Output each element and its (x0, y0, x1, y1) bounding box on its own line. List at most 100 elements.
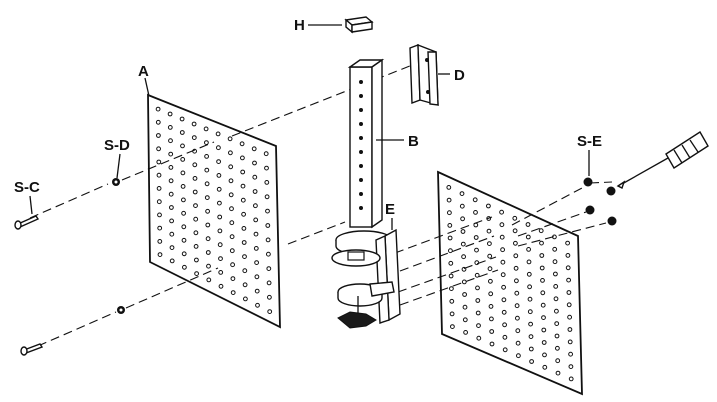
label-b: B (408, 133, 419, 150)
plate-hole (204, 181, 210, 187)
plate-hole (499, 209, 505, 215)
plate-hole (267, 309, 273, 315)
plate-hole (242, 254, 247, 260)
plate-hole (252, 174, 258, 180)
plate-hole (179, 116, 185, 122)
plate-hole (512, 215, 518, 221)
pole-holes (359, 80, 363, 210)
plate-hole (487, 241, 492, 247)
plate-hole (252, 160, 257, 166)
screwdriver-icon (616, 131, 709, 189)
plate-hole (167, 111, 173, 117)
plate-hole (542, 364, 548, 370)
plate-hole (193, 216, 199, 222)
plate-hole (568, 376, 574, 382)
plate-hole (169, 205, 174, 210)
plate-hole (168, 178, 174, 184)
plate-hole (514, 303, 520, 309)
plate-hole (157, 225, 163, 231)
plate-hole (462, 292, 468, 297)
plate-hole (460, 229, 466, 234)
plate-hole (266, 280, 272, 286)
plate-hole (229, 248, 235, 254)
plate-hole (217, 228, 223, 234)
plate-hole (515, 340, 521, 346)
plate-hole (502, 322, 508, 328)
label-e: E (385, 201, 395, 218)
plate-hole (228, 178, 234, 184)
pole-hole (359, 94, 363, 98)
end-cap-h (344, 16, 374, 34)
plate-hole (525, 234, 531, 240)
plate-hole (169, 218, 175, 224)
plate-hole (566, 277, 571, 283)
plate-hole (513, 240, 518, 246)
plate-hole (460, 241, 466, 247)
plate-hole (230, 276, 236, 282)
plate-hole (540, 290, 546, 296)
plate-hole (156, 186, 162, 191)
plate-hole (500, 272, 506, 278)
pole-hole (359, 206, 363, 210)
plate-hole (192, 162, 198, 168)
plate-hole (217, 214, 223, 220)
plate-hole (501, 284, 507, 290)
plate-hole (242, 268, 248, 274)
plate-hole (241, 226, 247, 231)
plate-hole (566, 302, 572, 308)
desk-clamp-e (331, 228, 401, 329)
bracket-d (409, 43, 439, 106)
plate-hole (194, 271, 200, 277)
plate-hole (489, 329, 495, 334)
plate-hole (486, 203, 491, 209)
plate-hole (230, 262, 236, 268)
plate-hole (240, 183, 246, 189)
label-d: D (454, 67, 465, 84)
plate-hole (229, 234, 235, 240)
plate-hole (168, 191, 174, 197)
plate-hole (501, 309, 507, 315)
pole-hole (359, 164, 363, 168)
plate-hole (528, 334, 534, 340)
plate-hole (552, 246, 558, 252)
plate-hole (156, 146, 162, 152)
plate-hole (472, 197, 478, 203)
pole-hole (359, 108, 363, 112)
washer-s-d-lower (117, 306, 125, 314)
assembly-guide-lines (29, 61, 613, 347)
plate-hole (251, 146, 257, 152)
plate-hole (554, 321, 560, 327)
plate-hole (554, 308, 559, 314)
plate-hole (218, 283, 224, 289)
plate-hole (193, 230, 199, 236)
plate-hole (540, 302, 546, 308)
plate-hole (192, 189, 198, 195)
plate-hole (555, 345, 560, 351)
plate-hole (252, 189, 258, 194)
plate-hole (527, 296, 533, 302)
plate-hole (460, 216, 466, 222)
plate-hole (568, 364, 574, 370)
plate-hole (264, 194, 270, 200)
plate-hole (240, 155, 245, 161)
screw-s-c-upper (14, 215, 40, 230)
plate-hole (191, 121, 197, 127)
plate-hole (488, 291, 494, 297)
plate-hole (218, 270, 224, 275)
plate-hole (216, 186, 222, 192)
plate-hole (239, 141, 245, 147)
plate-hole (500, 247, 506, 253)
plate-hole (449, 298, 455, 304)
label-h: H (294, 17, 305, 34)
plate-hole (541, 340, 547, 345)
right-plate-holes (446, 185, 574, 382)
plate-hole (180, 143, 185, 149)
plate-hole (513, 265, 519, 271)
plate-hole (263, 151, 269, 157)
plate-hole (267, 294, 272, 300)
plate-hole (217, 242, 223, 248)
plate-hole (191, 135, 197, 141)
plate-hole (264, 180, 270, 185)
plate-hole (230, 290, 236, 296)
plate-hole (180, 184, 186, 189)
